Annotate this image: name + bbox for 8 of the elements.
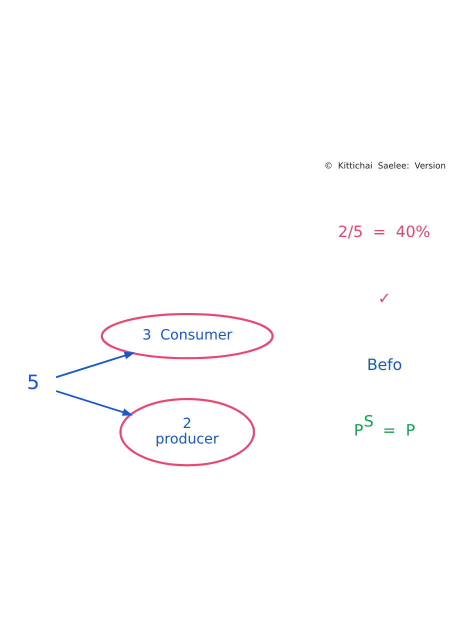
- node-ellipse: 2 producer: [119, 398, 256, 466]
- arrow: [56, 390, 134, 416]
- label: ✓: [378, 288, 391, 307]
- label: Befo: [366, 355, 402, 374]
- arrow: [56, 352, 136, 378]
- label: © Kittichai Saelee: Version: [324, 160, 446, 170]
- node-text: 5: [26, 370, 40, 394]
- label: 2/5 = 40%: [338, 222, 430, 240]
